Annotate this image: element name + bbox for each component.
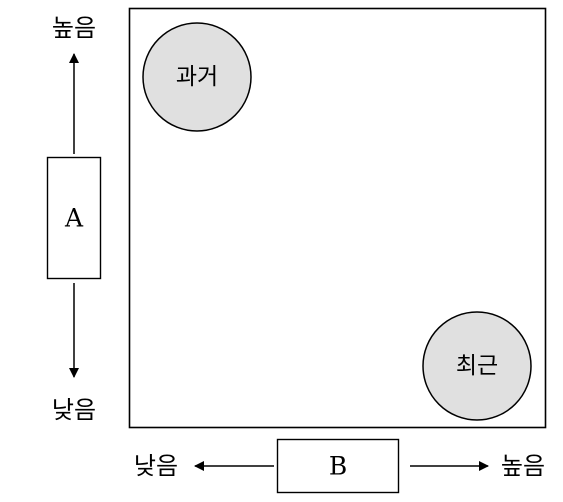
- axis-a-box: [46, 156, 102, 280]
- axis-a-top-label: 높음: [52, 14, 96, 42]
- axis-b-left-label: 낮음: [134, 452, 178, 480]
- bubble-recent-label: 최근: [456, 353, 498, 379]
- axis-b-right-label: 높음: [501, 452, 545, 480]
- bubble-past: [142, 22, 252, 132]
- bubble-recent: [422, 311, 532, 421]
- axis-a-bottom-label: 낮음: [52, 396, 96, 424]
- diagram-frame: [128, 7, 547, 429]
- bubble-past-label: 과거: [176, 64, 218, 90]
- axis-b-box-label: B: [329, 452, 347, 481]
- axis-a-box-label: A: [64, 204, 84, 233]
- axis-b-box: [276, 438, 400, 494]
